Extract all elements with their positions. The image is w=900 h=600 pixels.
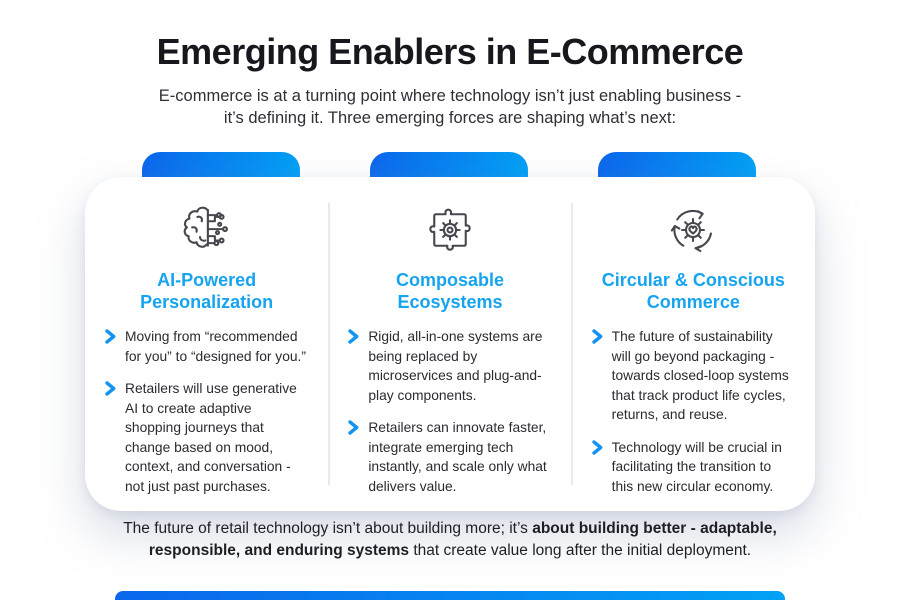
subtitle-line-2: it’s defining it. Three emerging forces … [223, 109, 677, 127]
footer-text-bold: about building better - adaptable, respo… [148, 520, 777, 559]
footer-text-pre: The future of retail technology isn’t ab… [123, 520, 533, 537]
card-title: AI-Powered Personalization [140, 270, 274, 312]
puzzle-gear-icon [422, 201, 478, 259]
column-divider [328, 203, 330, 485]
footer-statement: The future of retail technology isn’t ab… [80, 518, 820, 562]
list-item: Technology will be crucial in facilitati… [591, 438, 795, 497]
list-item: Rigid, all-in-one systems are being repl… [348, 327, 551, 405]
card-title: Circular & Conscious Commerce [601, 270, 785, 312]
bullet-text: Technology will be crucial in facilitati… [611, 439, 782, 494]
list-item: Moving from “recommended for you” to “de… [105, 327, 308, 366]
bottom-accent-bar [115, 591, 785, 600]
column-ai-personalization: AI-Powered Personalization Moving from “… [85, 177, 328, 514]
chevron-right-icon [105, 381, 117, 496]
footer-text-post: that create value long after the initial… [409, 542, 752, 559]
column-divider [571, 203, 573, 485]
chevron-right-icon [591, 439, 604, 497]
subtitle-line-1: E-commerce is at a turning point where t… [158, 87, 742, 105]
bullet-text: Moving from “recommended for you” to “de… [125, 329, 306, 364]
bullet-text: The future of sustainability will go bey… [611, 329, 789, 422]
list-item: The future of sustainability will go bey… [591, 327, 795, 425]
content-card: AI-Powered Personalization Moving from “… [85, 177, 815, 511]
bullet-text: Rigid, all-in-one systems are being repl… [368, 329, 543, 403]
list-item: Retailers will use generative AI to crea… [105, 379, 308, 496]
column-circular-commerce: Circular & Conscious Commerce The future… [572, 177, 815, 514]
page-title: Emerging Enablers in E-Commerce [156, 31, 744, 72]
chevron-right-icon [105, 329, 117, 366]
chevron-right-icon [348, 329, 360, 405]
column-composable-ecosystems: Composable Ecosystems Rigid, all-in-one … [328, 177, 571, 514]
page-subtitle: E-commerce is at a turning point where t… [0, 85, 900, 129]
bullet-text: Retailers will use generative AI to crea… [125, 381, 297, 494]
bullet-list: Rigid, all-in-one systems are being repl… [348, 327, 551, 496]
ai-brain-circuit-icon [179, 201, 235, 259]
bullet-list: Moving from “recommended for you” to “de… [105, 327, 308, 496]
chevron-right-icon [348, 420, 360, 496]
card-title: Composable Ecosystems [395, 270, 504, 312]
bullet-text: Retailers can innovate faster, integrate… [368, 420, 547, 494]
circular-arrows-gear-heart-icon [665, 201, 721, 259]
list-item: Retailers can innovate faster, integrate… [348, 418, 551, 496]
chevron-right-icon [591, 329, 604, 425]
bullet-list: The future of sustainability will go bey… [591, 327, 795, 497]
